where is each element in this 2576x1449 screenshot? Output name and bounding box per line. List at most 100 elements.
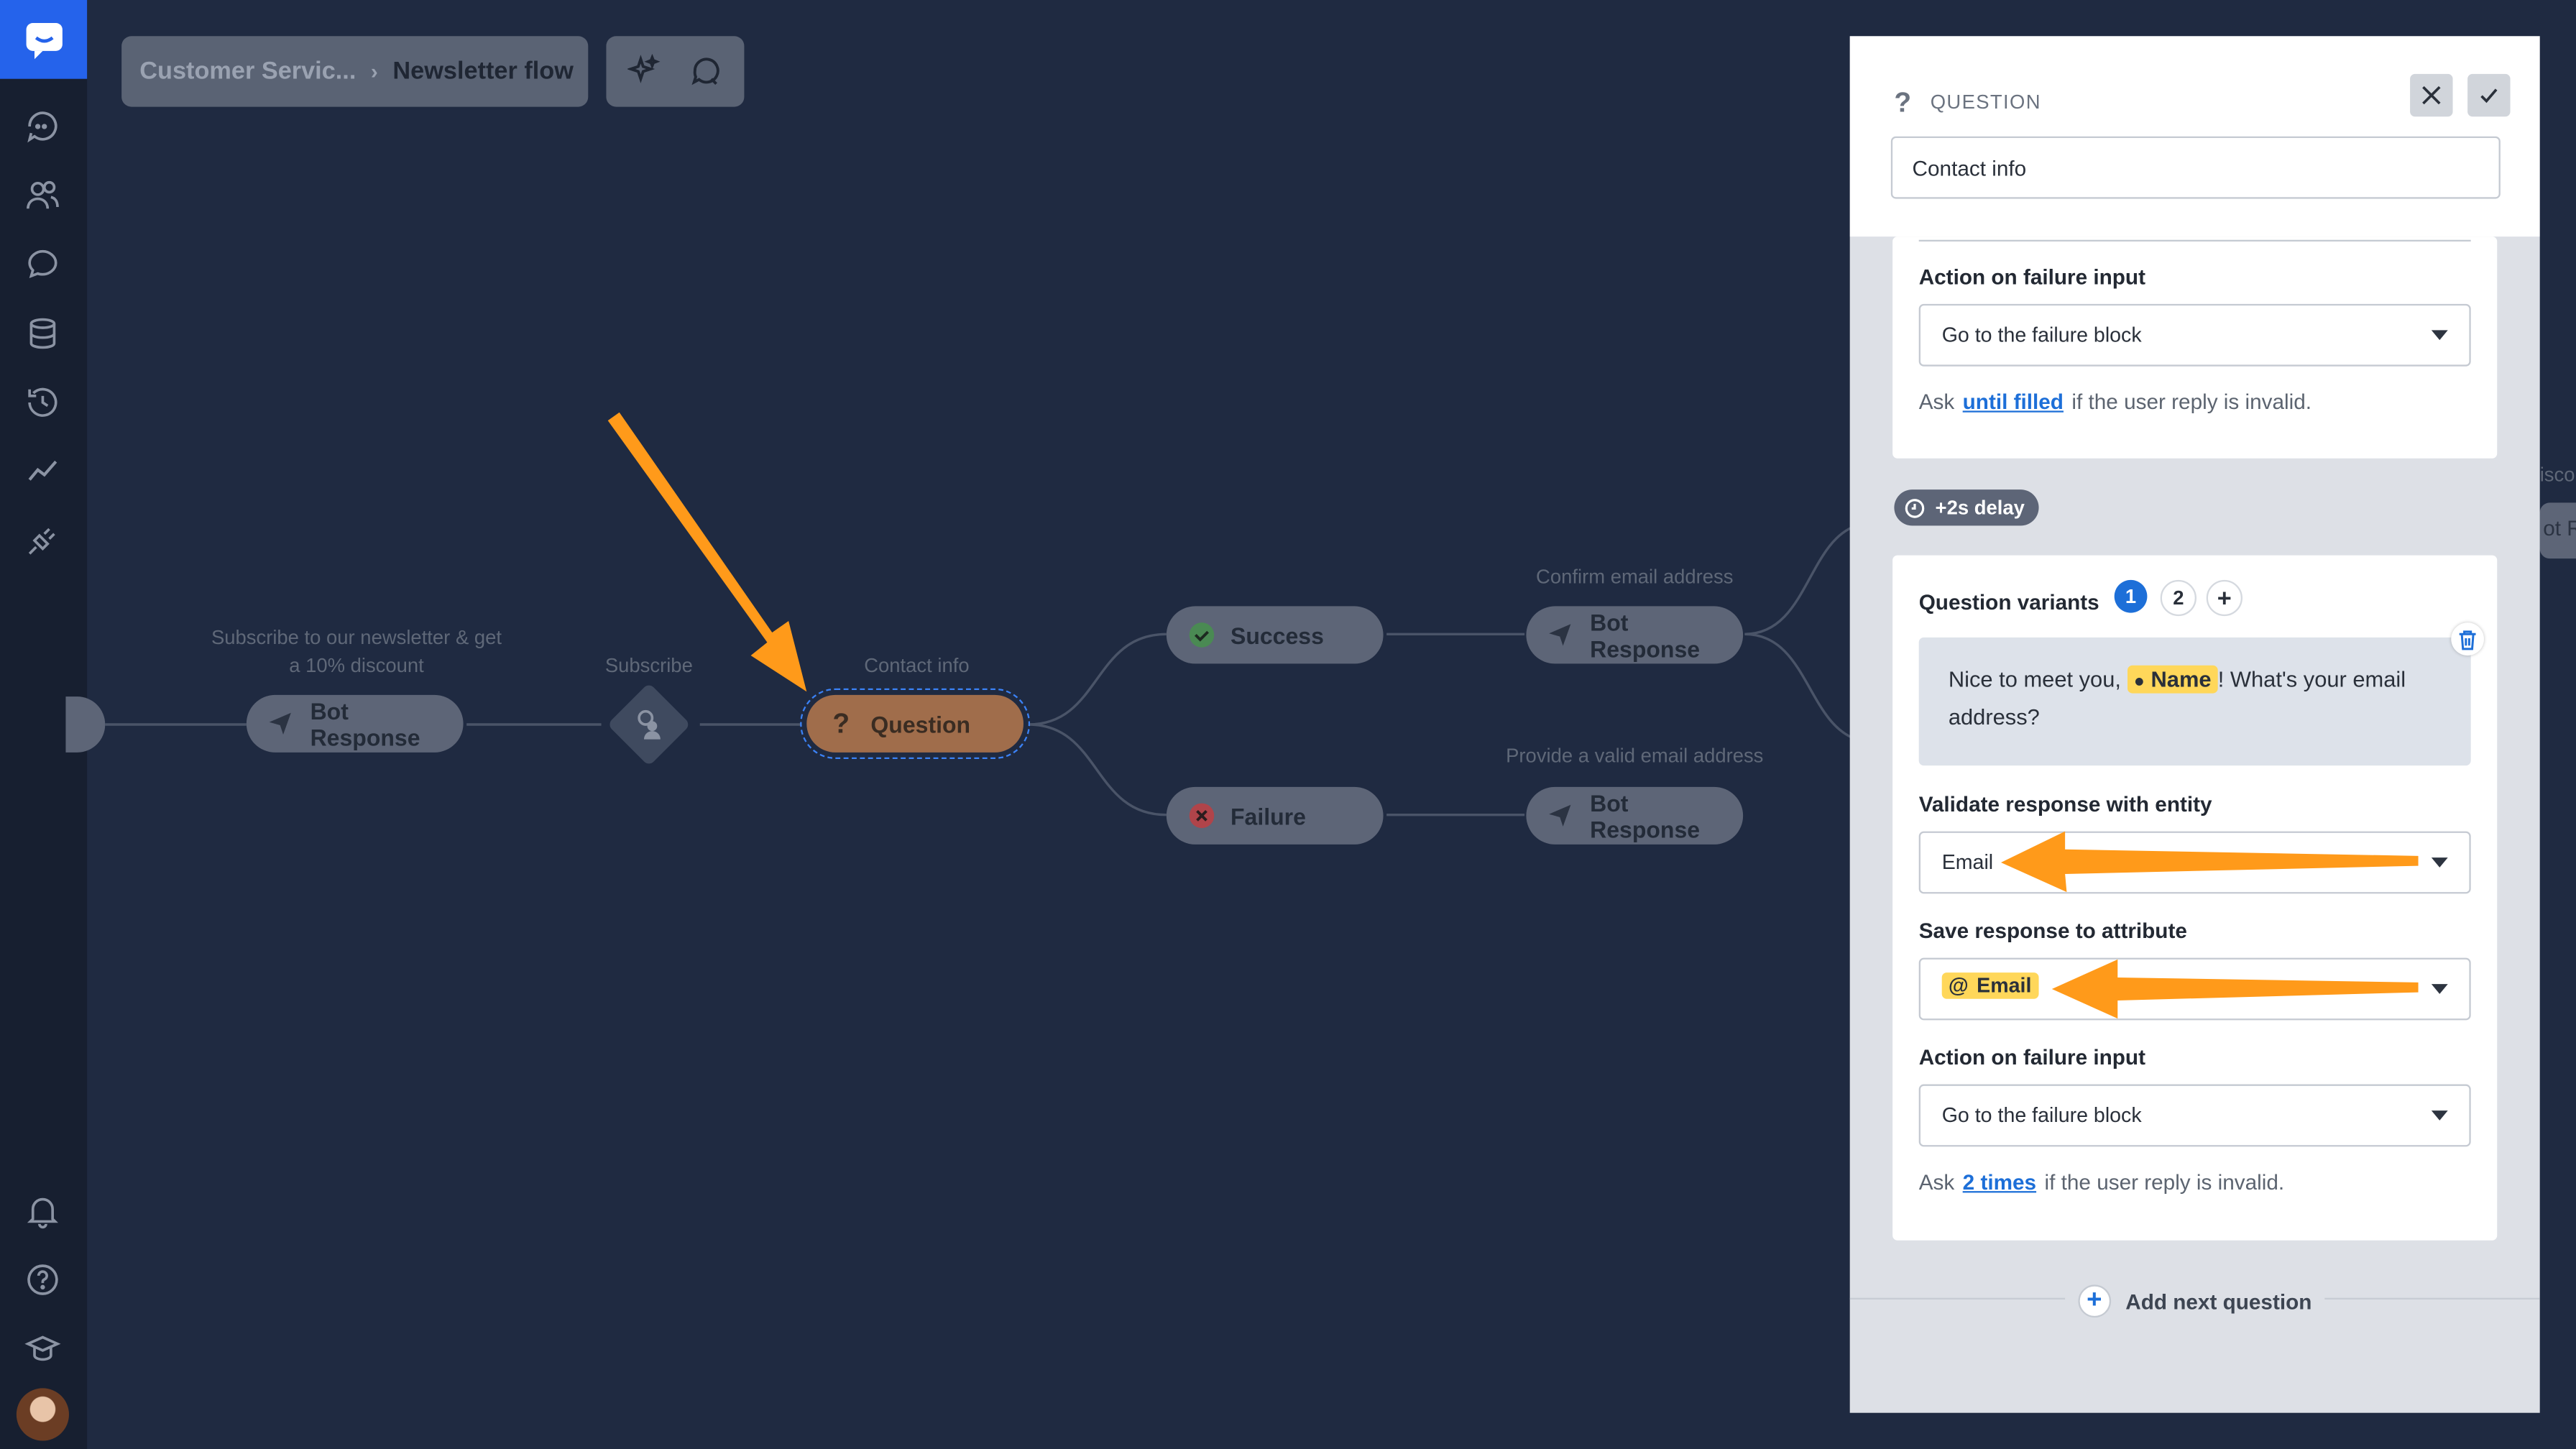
select-value: Go to the failure block xyxy=(1941,323,2142,347)
select-value: Go to the failure block xyxy=(1941,1103,2142,1127)
offscreen-caption: iscou xyxy=(2539,463,2576,487)
clock-icon xyxy=(1905,498,1925,518)
failure-action-select[interactable]: Go to the failure block xyxy=(1918,1084,2471,1147)
question-mark-icon: ? xyxy=(832,707,850,739)
bot-response-invalid-node[interactable]: Bot Response xyxy=(1526,786,1744,845)
question-card: Question variants 1 2 + Nice to meet you… xyxy=(1892,555,2498,1241)
invalid-caption: Provide a valid email address xyxy=(1506,744,1764,768)
node-label: Question xyxy=(870,710,971,737)
close-button[interactable] xyxy=(2410,73,2453,117)
integrations-icon[interactable] xyxy=(23,521,63,561)
send-icon xyxy=(1546,620,1576,650)
select-value: Email xyxy=(1941,850,1994,874)
node-label: Bot Response xyxy=(1590,608,1701,661)
node-label: Bot Response xyxy=(1590,789,1701,842)
previous-question-card: Action on failure input Go to the failur… xyxy=(1892,236,2498,459)
node-label: Bot Response xyxy=(310,697,420,750)
confirm-caption: Confirm email address xyxy=(1536,565,1734,589)
canvas-toolbar xyxy=(606,36,745,107)
at-icon: @ xyxy=(1948,974,1969,998)
delay-label: +2s delay xyxy=(1935,496,2025,520)
sparkle-icon[interactable] xyxy=(626,52,662,88)
node-label: Failure xyxy=(1230,802,1306,829)
question-settings-panel: Action on failure input Go to the failur… xyxy=(1849,36,2540,1413)
breadcrumb-current[interactable]: Newsletter flow xyxy=(392,57,574,86)
avatar[interactable] xyxy=(16,1388,69,1441)
start-caption: Subscribe to our newsletter & get a 10% … xyxy=(211,625,502,677)
save-attribute-label: Save response to attribute xyxy=(1918,918,2187,943)
chip-label: Name xyxy=(2150,666,2212,692)
chip-label: Email xyxy=(1977,974,2032,998)
close-icon xyxy=(2422,86,2441,105)
question-node[interactable]: ? Question xyxy=(800,688,1031,759)
hint-suffix: if the user reply is invalid. xyxy=(2071,389,2312,414)
chat-preview-icon[interactable] xyxy=(689,52,724,88)
retry-count-link[interactable]: 2 times xyxy=(1962,1169,2037,1195)
question-message-editor[interactable]: Nice to meet you, ● Name! What's your em… xyxy=(1918,637,2471,766)
hint-prefix: Ask xyxy=(1918,389,1955,414)
send-icon xyxy=(266,709,295,738)
caret-down-icon xyxy=(2431,330,2448,341)
send-icon xyxy=(1546,801,1576,830)
node-label: Success xyxy=(1230,622,1324,648)
panel-type-label: QUESTION xyxy=(1930,90,2041,114)
plus-icon: + xyxy=(2077,1284,2111,1318)
caret-down-icon xyxy=(2431,857,2448,868)
subscribe-caption: Subscribe xyxy=(604,653,693,677)
validate-entity-select[interactable]: Email xyxy=(1918,831,2471,894)
success-node[interactable]: Success xyxy=(1166,606,1384,664)
breadcrumb-parent[interactable]: Customer Servic... xyxy=(139,57,356,86)
flow-connectors xyxy=(105,524,1857,816)
name-attribute-chip[interactable]: ● Name xyxy=(2127,665,2218,694)
bot-response-node[interactable]: Bot Response xyxy=(246,694,464,753)
retry-hint: Ask 2 times if the user reply is invalid. xyxy=(1919,1169,2284,1194)
add-variant-button[interactable]: + xyxy=(2206,579,2242,617)
app-logo-icon[interactable] xyxy=(0,0,88,79)
message-suffix: ! What's your email address? xyxy=(1948,666,2406,730)
academy-icon[interactable] xyxy=(23,1329,63,1368)
save-attribute-select[interactable]: @ Email xyxy=(1918,957,2471,1021)
offscreen-node[interactable]: ot R xyxy=(2539,502,2576,559)
email-attribute-chip: @ Email xyxy=(1941,972,2038,999)
panel-header: ? QUESTION Contact info xyxy=(1849,36,2540,237)
message-prefix: Nice to meet you, xyxy=(1948,666,2121,692)
retry-hint: Ask until filled if the user reply is inva… xyxy=(1919,390,2312,414)
delay-badge[interactable]: +2s delay xyxy=(1894,489,2039,526)
question-mark-icon: ? xyxy=(1894,87,1912,119)
confirm-button[interactable] xyxy=(2467,73,2511,117)
caret-down-icon xyxy=(2431,984,2448,994)
chevron-right-icon: › xyxy=(370,59,378,84)
error-circle-icon xyxy=(1186,801,1215,830)
user-action-icon xyxy=(631,707,667,742)
variants-label: Question variants xyxy=(1918,589,2099,615)
chats-icon[interactable] xyxy=(23,107,63,147)
caret-down-icon xyxy=(2431,1110,2448,1121)
breadcrumb: Customer Servic... › Newsletter flow xyxy=(121,36,589,107)
hint-suffix: if the user reply is invalid. xyxy=(2044,1169,2285,1195)
check-icon xyxy=(2480,88,2498,104)
bot-response-confirm-node[interactable]: Bot Response xyxy=(1526,606,1744,664)
bot-icon[interactable] xyxy=(23,245,63,285)
add-next-question-button[interactable]: + Add next question xyxy=(1850,1284,2540,1318)
customers-icon[interactable] xyxy=(23,176,63,216)
check-circle-icon xyxy=(1186,620,1215,650)
user-icon: ● xyxy=(2133,671,2145,692)
history-icon[interactable] xyxy=(23,383,63,423)
failure-action-label: Action on failure input xyxy=(1918,1044,2145,1070)
until-filled-link[interactable]: until filled xyxy=(1962,389,2064,414)
trash-icon[interactable] xyxy=(2451,622,2484,656)
question-name-input[interactable]: Contact info xyxy=(1890,136,2501,199)
question-caption: Contact info xyxy=(864,653,970,677)
failure-action-label: Action on failure input xyxy=(1918,264,2145,290)
hint-prefix: Ask xyxy=(1918,1169,1955,1195)
notifications-icon[interactable] xyxy=(23,1191,63,1230)
archives-icon[interactable] xyxy=(23,314,63,354)
variant-tab-2[interactable]: 2 xyxy=(2160,579,2196,617)
variant-tab-1[interactable]: 1 xyxy=(2114,579,2148,613)
add-next-label: Add next question xyxy=(2125,1289,2312,1314)
reports-icon[interactable] xyxy=(23,452,63,492)
validate-label: Validate response with entity xyxy=(1918,791,2212,816)
failure-action-select[interactable]: Go to the failure block xyxy=(1918,303,2471,367)
help-icon[interactable] xyxy=(23,1260,63,1300)
failure-node[interactable]: Failure xyxy=(1166,786,1384,845)
